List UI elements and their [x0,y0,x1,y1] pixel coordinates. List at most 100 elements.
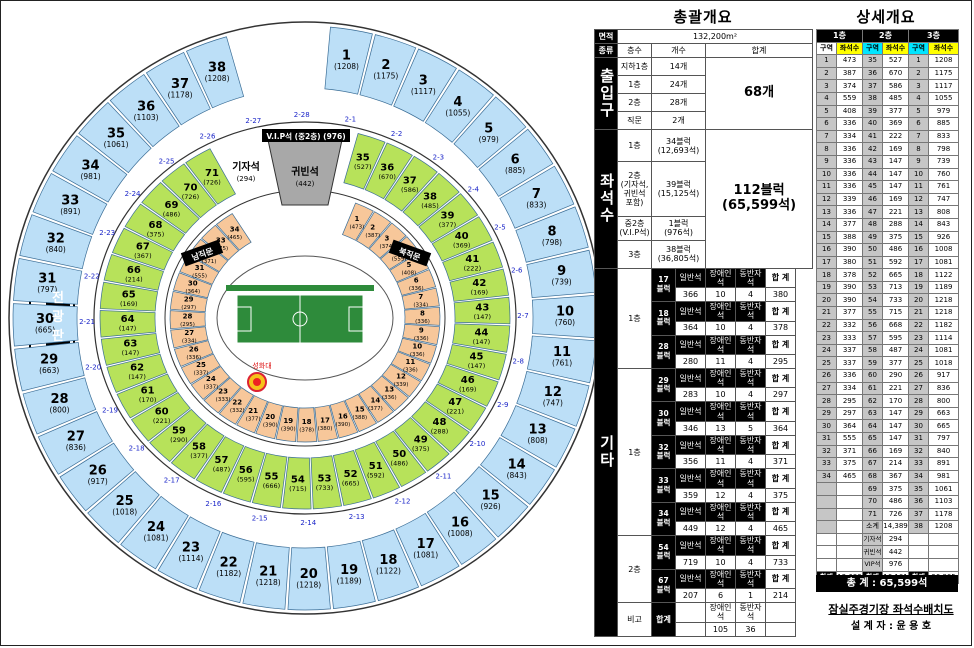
block-seat-count: (337) [194,370,209,376]
block-id: 17 블럭 [651,267,676,303]
block-id: 33 블럭 [651,468,676,503]
seats-floor: 3층 [617,239,652,269]
block-number: 14 [508,458,526,473]
detail-value: 1114 [928,331,959,345]
block-number: 2 [370,224,375,232]
other-col-header: 합 계 [765,334,796,355]
block-number: 16 [451,515,469,530]
block-seat-count: (336) [414,336,429,342]
seat-block [52,135,128,203]
detail-value: 24 [816,343,837,358]
block-seat-count: (665) [35,326,55,335]
detail-value: 371 [836,444,863,459]
block-number: 46 [461,375,475,386]
seat-block [358,385,395,423]
block-seat-count: (169) [471,288,488,296]
block-number: 2 [381,58,390,73]
block-seat-count: (375) [412,445,429,453]
detail-title: 상세개요 [856,8,916,26]
detail-value: 49 [862,230,883,245]
other-value: 371 [765,454,796,470]
other-col-header: 합 계 [765,301,796,322]
seat-block [478,128,554,197]
other-value: 465 [765,521,796,537]
detail-value: 485 [882,91,909,106]
other-value: 449 [675,521,706,537]
detail-value [836,507,863,522]
block-number: 3 [384,234,389,242]
block-number: 66 [127,265,141,276]
blank [928,557,959,572]
block-seat-count: (1081) [144,533,169,542]
block-seat-count: (1103) [134,113,159,122]
other-label: 기타 [594,267,618,638]
detail-value: 39 [862,104,883,119]
seat-block [32,173,108,235]
seat-block [390,351,431,382]
block-number: 5 [484,121,493,136]
other-value: 356 [675,454,706,470]
block-number: 11 [553,345,571,360]
detail-value: 377 [836,306,863,320]
entrance-count: 28개 [651,93,706,113]
detail-value: 65 [862,432,883,446]
detail-value: 375 [836,457,863,471]
block-number: 7 [532,187,541,202]
other-col-header: 일반석 [675,501,706,523]
block-seat-count: (527) [354,163,371,171]
detail-value: 1081 [928,343,959,358]
detail-value: 833 [928,129,959,144]
block-seat-count: (375) [213,246,228,252]
detail-value: 169 [882,192,909,207]
detail-value: 1 [816,54,837,68]
other-value: 359 [675,487,706,503]
detail-value: 22 [908,318,929,333]
block-seat-count: (1218) [256,578,281,587]
other-value: 733 [765,554,796,570]
seat-block [170,326,209,349]
block-number: 1 [354,215,359,223]
seats-count: 34블럭 (12,693석) [651,129,706,163]
seat-block [314,404,339,442]
detail-value: 32 [816,444,837,459]
block-seat-count: (1122) [376,567,401,576]
block-seat-count: (374) [380,244,395,250]
seat-block [242,542,290,610]
seat-block [411,401,470,453]
block-seat-count: (761) [552,359,572,368]
block-seat-count: (378) [299,427,314,433]
block-number: 42 [472,278,486,289]
other-col-header: 장애인석 [705,367,736,389]
detail-value: 336 [836,142,863,156]
detail-value: 147 [882,180,909,194]
seat-block [395,512,460,587]
vip-label-box [262,129,350,142]
block-seat-count: (147) [119,325,136,333]
block-seat-count: (337) [204,385,219,391]
detail-value: 1117 [928,79,959,93]
gate-label: 2-16 [205,500,221,508]
block-number: 21 [259,564,277,579]
remark-val-1: 105 [705,621,736,638]
entrance-floor: 직문 [617,111,652,131]
detail-value: 25 [908,356,929,371]
block-seat-count: (1182) [216,569,241,578]
other-col-header: 장애인석 [705,535,736,556]
block-number: 21 [248,407,258,415]
block-number: 1 [342,48,351,63]
detail-value: 48 [862,217,883,232]
detail-value: 375 [882,230,909,245]
detail-value: 364 [836,419,863,433]
other-value: 214 [765,588,796,604]
detail-value: 336 [836,117,863,131]
block-number: 12 [544,385,562,400]
detail-value [816,507,837,522]
gate-label: 2-10 [470,440,486,448]
block-number: 25 [196,361,206,369]
detail-value [836,494,863,509]
remark-blank [675,602,706,623]
detail-value: 40 [862,117,883,131]
gate-label: 2-15 [252,515,268,523]
block-seat-count: (147) [474,313,491,321]
detail-value: 979 [928,104,959,119]
